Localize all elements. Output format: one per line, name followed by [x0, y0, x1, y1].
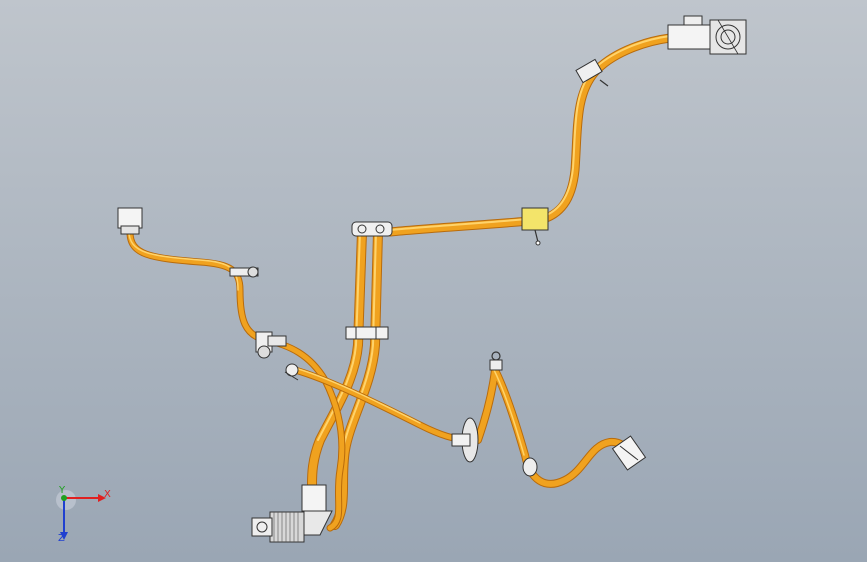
z-axis-label: Z [58, 533, 65, 544]
junction-bracket[interactable] [351, 221, 393, 237]
ring-terminal[interactable] [489, 351, 503, 371]
cable-clip-upper[interactable] [575, 58, 609, 87]
cable-clip-yellow[interactable] [521, 207, 549, 246]
axis-triad: X Y Z [56, 485, 111, 544]
band-clamp[interactable] [345, 326, 389, 340]
grommet-right[interactable] [522, 457, 538, 477]
grommet-diagonal[interactable] [451, 417, 479, 463]
cable-right-branch[interactable] [474, 366, 639, 488]
left-connector[interactable] [117, 207, 143, 235]
cable-main-upper[interactable] [385, 33, 675, 237]
right-connector[interactable] [611, 435, 647, 471]
grommet-mid-left[interactable] [255, 331, 299, 381]
cable-clip-left[interactable] [229, 266, 259, 278]
x-axis-label: X [104, 489, 111, 500]
bottom-connector-assembly[interactable] [251, 484, 333, 543]
top-right-connector[interactable] [667, 15, 747, 55]
y-axis-label: Y [58, 485, 66, 496]
